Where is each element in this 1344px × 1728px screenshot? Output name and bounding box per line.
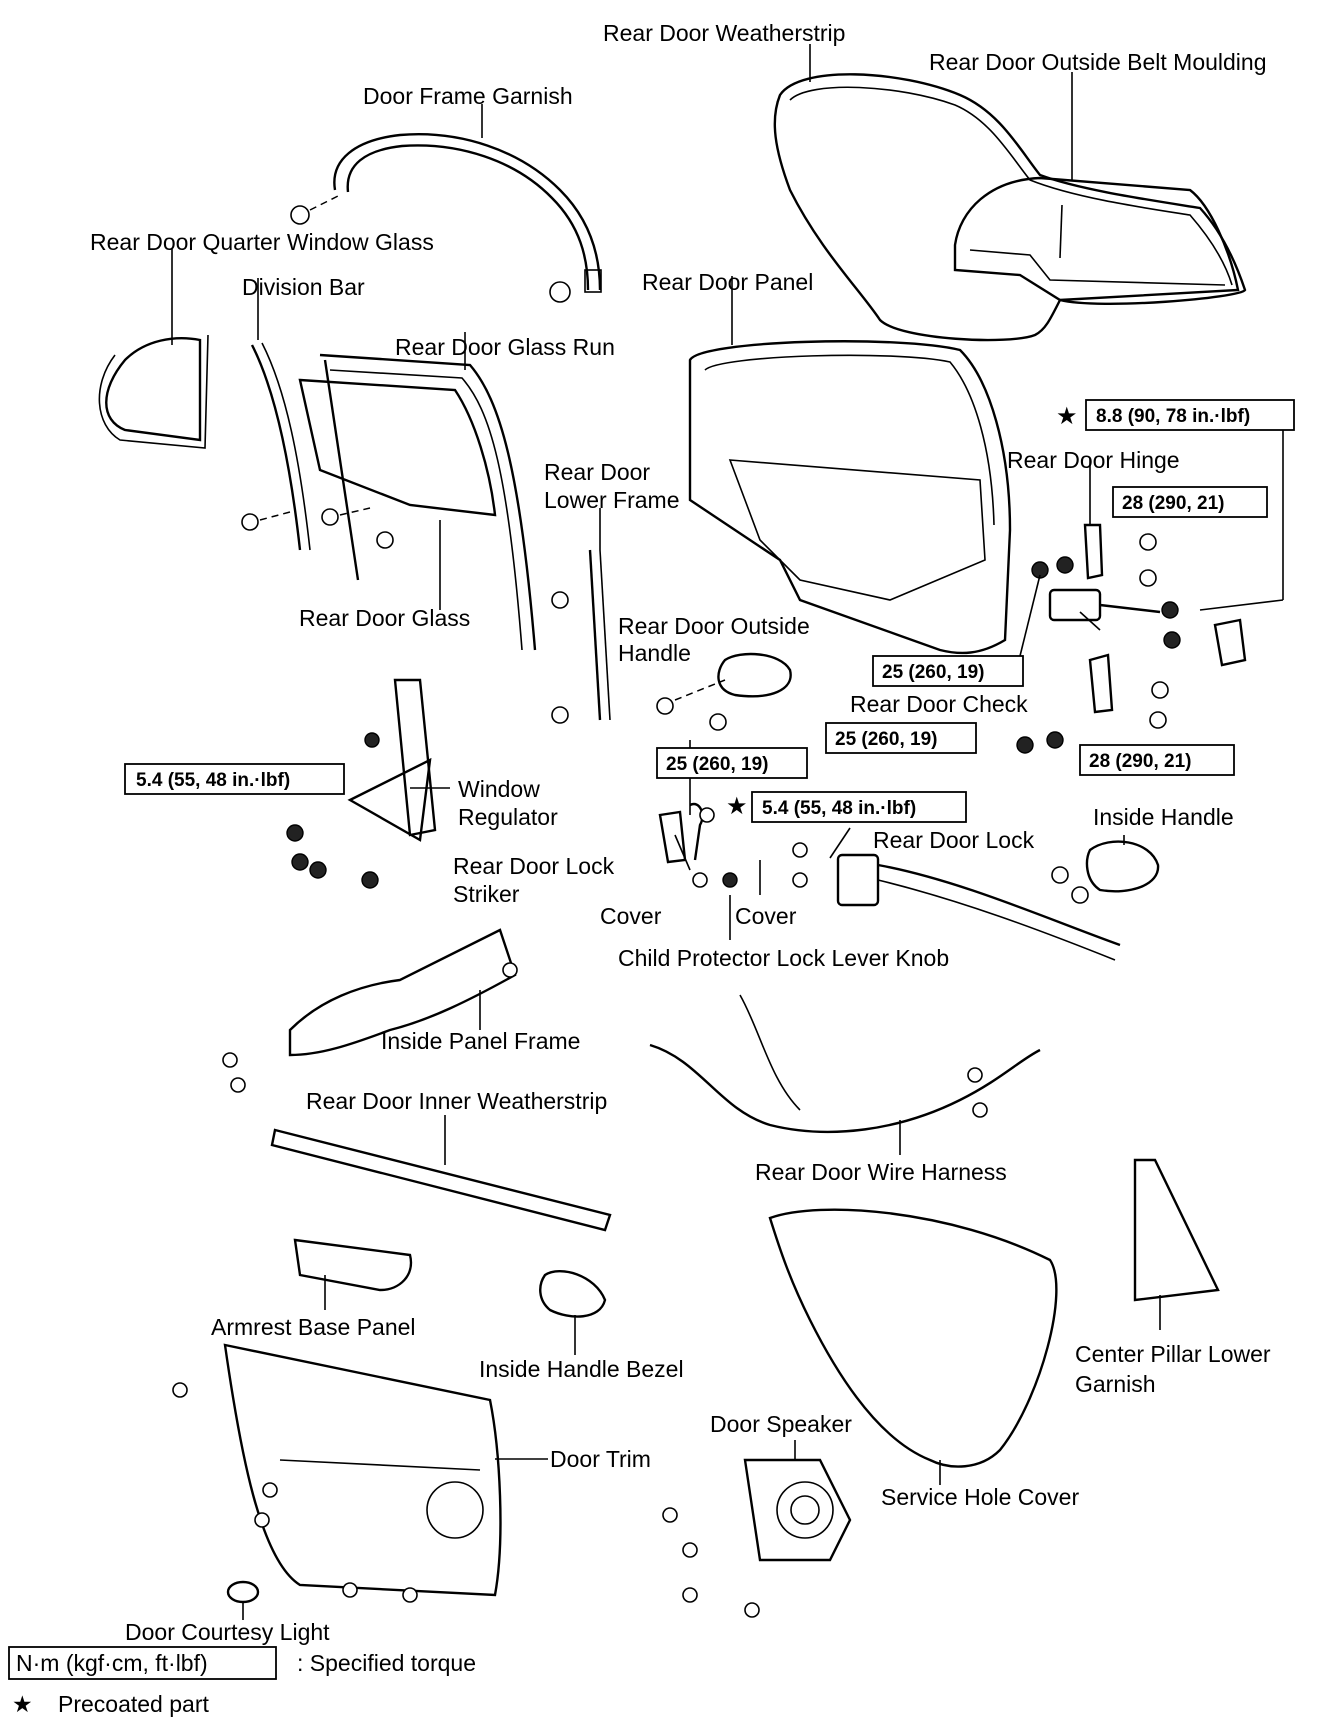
label-rear-door-outside-handle-1: Rear Door Outside xyxy=(618,613,810,639)
label-rear-door-inner-weatherstrip: Rear Door Inner Weatherstrip xyxy=(306,1088,607,1114)
torque-striker: 25 (260, 19) xyxy=(666,754,768,775)
rear-door-glass-run-part xyxy=(319,353,537,651)
label-window-regulator-2: Regulator xyxy=(458,804,558,830)
label-door-frame-garnish: Door Frame Garnish xyxy=(363,83,573,109)
rear-door-check-part xyxy=(1048,588,1161,622)
label-rear-door-lock-striker-2: Striker xyxy=(453,881,520,907)
rear-door-outside-belt-moulding-part xyxy=(953,176,1240,302)
service-hole-cover-part xyxy=(768,1208,1058,1468)
label-rear-door-lower-frame-2: Lower Frame xyxy=(544,487,679,513)
armrest-base-panel-part xyxy=(293,1238,413,1292)
label-inside-panel-frame: Inside Panel Frame xyxy=(381,1028,580,1054)
label-cover-left: Cover xyxy=(600,903,662,929)
label-rear-door-outside-belt-moulding: Rear Door Outside Belt Moulding xyxy=(929,49,1267,75)
label-rear-door-weatherstrip: Rear Door Weatherstrip xyxy=(603,20,845,46)
label-rear-door-lock-striker-1: Rear Door Lock xyxy=(453,853,615,879)
label-rear-door-wire-harness: Rear Door Wire Harness xyxy=(755,1159,1007,1185)
rear-door-lock-striker-part xyxy=(658,802,704,864)
label-rear-door-panel: Rear Door Panel xyxy=(642,269,813,295)
part-labels: Rear Door Weatherstrip Rear Door Outside… xyxy=(90,20,1271,1645)
label-rear-door-lock: Rear Door Lock xyxy=(873,827,1035,853)
window-regulator-part xyxy=(347,678,437,842)
torque-hinge-bolt-lower: 28 (290, 21) xyxy=(1089,751,1191,772)
torque-hinge-upper-precoated: 8.8 (90, 78 in.·lbf) xyxy=(1096,406,1250,427)
precoated-star-lock: ★ xyxy=(726,793,748,820)
rear-door-wire-harness-part xyxy=(649,994,1041,1134)
torque-lock-precoated: 5.4 (55, 48 in.·lbf) xyxy=(762,798,916,819)
legend-star-desc: Precoated part xyxy=(58,1691,209,1717)
label-armrest-base-panel: Armrest Base Panel xyxy=(211,1314,416,1340)
inside-handle-bezel-part xyxy=(539,1270,607,1318)
label-door-courtesy-light: Door Courtesy Light xyxy=(125,1619,330,1645)
torque-regulator: 5.4 (55, 48 in.·lbf) xyxy=(136,770,290,791)
label-rear-door-lower-frame-1: Rear Door xyxy=(544,459,650,485)
label-rear-door-check: Rear Door Check xyxy=(850,691,1028,717)
division-bar-part xyxy=(250,342,311,551)
legend-unit-desc: : Specified torque xyxy=(297,1650,476,1676)
rear-door-glass-part xyxy=(298,378,497,517)
label-inside-handle-bezel: Inside Handle Bezel xyxy=(479,1356,684,1382)
torque-hinge-bolt-upper: 28 (290, 21) xyxy=(1122,493,1224,514)
door-frame-garnish-part xyxy=(333,133,602,293)
label-inside-handle: Inside Handle xyxy=(1093,804,1234,830)
label-rear-door-glass: Rear Door Glass xyxy=(299,605,470,631)
label-window-regulator-1: Window xyxy=(458,776,540,802)
legend-star-symbol: ★ xyxy=(12,1691,33,1717)
torque-hinge-nut: 25 (260, 19) xyxy=(882,662,984,683)
label-door-trim: Door Trim xyxy=(550,1446,651,1472)
rear-door-quarter-window-glass-part xyxy=(98,334,209,449)
legend: N·m (kgf·cm, ft·lbf) : Specified torque … xyxy=(8,1646,476,1717)
rear-door-weatherstrip-part xyxy=(773,73,1247,342)
center-pillar-lower-garnish-part xyxy=(1133,1158,1220,1302)
rear-door-panel-part xyxy=(688,340,1012,655)
rear-door-inner-weatherstrip-part xyxy=(270,1128,612,1232)
label-center-pillar-lower-garnish-1: Center Pillar Lower xyxy=(1075,1341,1271,1367)
fasteners xyxy=(172,194,1181,1618)
door-speaker-part xyxy=(743,1458,852,1562)
label-rear-door-glass-run: Rear Door Glass Run xyxy=(395,334,615,360)
label-door-speaker: Door Speaker xyxy=(710,1411,852,1437)
torque-specs: ★ 8.8 (90, 78 in.·lbf) 28 (290, 21) 25 (… xyxy=(124,399,1295,823)
precoated-star-hinge: ★ xyxy=(1056,403,1078,430)
label-rear-door-outside-handle-2: Handle xyxy=(618,640,691,666)
label-rear-door-quarter-window-glass: Rear Door Quarter Window Glass xyxy=(90,229,434,255)
label-division-bar: Division Bar xyxy=(242,274,365,300)
door-trim-part xyxy=(223,1343,502,1597)
rear-door-lock-part xyxy=(836,853,1121,961)
label-center-pillar-lower-garnish-2: Garnish xyxy=(1075,1371,1156,1397)
inside-handle-part xyxy=(1085,840,1160,893)
label-child-protector-lock-lever-knob: Child Protector Lock Lever Knob xyxy=(618,945,949,971)
door-courtesy-light-part xyxy=(226,1580,260,1604)
leader-lines xyxy=(171,44,1284,1620)
rear-door-lower-frame-part xyxy=(588,549,611,721)
rear-door-outside-handle-part xyxy=(717,652,792,698)
rear-door-hinge-part xyxy=(1083,523,1247,714)
label-rear-door-hinge: Rear Door Hinge xyxy=(1007,447,1180,473)
torque-check-nut: 25 (260, 19) xyxy=(835,729,937,750)
label-service-hole-cover: Service Hole Cover xyxy=(881,1484,1079,1510)
label-cover-right: Cover xyxy=(735,903,797,929)
legend-unit-box: N·m (kgf·cm, ft·lbf) xyxy=(16,1650,208,1676)
